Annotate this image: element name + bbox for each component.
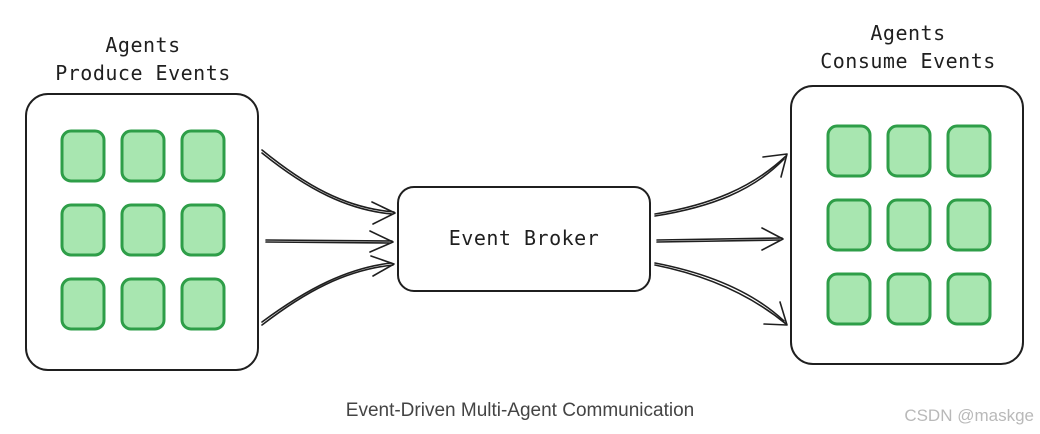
consumer-agent-1-2: [886, 124, 932, 178]
arrow-broker-to-consumer-middle: [656, 227, 784, 251]
consumer-agent-3-1: [826, 272, 872, 326]
producer-title-line1: Agents: [105, 33, 180, 57]
consumer-group: Agents Consume Events: [790, 21, 1024, 365]
event-broker-label: Event Broker: [449, 226, 600, 250]
producer-agent-2-3: [180, 203, 226, 257]
consumer-agent-2-3: [946, 198, 992, 252]
event-broker-box: [397, 186, 651, 292]
consumer-title-line1: Agents: [870, 21, 945, 45]
consumer-agent-2-1: [826, 198, 872, 252]
broker-to-consumer-arrows: [654, 153, 788, 326]
producer-group: Agents Produce Events: [25, 33, 259, 371]
broker-group: Event Broker: [397, 186, 651, 292]
producer-agent-2-1: [60, 203, 106, 257]
arrow-broker-to-consumer-top: [654, 153, 788, 217]
consumer-agent-3-3: [946, 272, 992, 326]
consumer-agent-3-2: [886, 272, 932, 326]
producer-agent-3-1: [60, 277, 106, 331]
watermark: CSDN @maskge: [904, 406, 1034, 425]
producer-agent-1-3: [180, 129, 226, 183]
arrow-producer-to-broker-bottom: [261, 255, 395, 326]
consumer-agent-1-3: [946, 124, 992, 178]
producer-title-line2: Produce Events: [55, 61, 231, 85]
diagram-caption: Event-Driven Multi-Agent Communication: [345, 400, 695, 421]
arrow-producer-to-broker-middle: [265, 230, 394, 253]
producer-agent-1-1: [60, 129, 106, 183]
consumer-title-line2: Consume Events: [820, 49, 996, 73]
arrow-broker-to-consumer-bottom: [654, 262, 788, 326]
arrow-producer-to-broker-top: [261, 149, 396, 225]
consumer-agent-1-1: [826, 124, 872, 178]
producer-agent-3-3: [180, 277, 226, 331]
producer-agent-grid: [60, 129, 226, 331]
consumer-agent-2-2: [886, 198, 932, 252]
producer-to-broker-arrows: [261, 149, 396, 326]
consumer-agent-grid: [826, 124, 992, 326]
producer-agent-3-2: [120, 277, 166, 331]
producer-agent-1-2: [120, 129, 166, 183]
producer-agent-2-2: [120, 203, 166, 257]
